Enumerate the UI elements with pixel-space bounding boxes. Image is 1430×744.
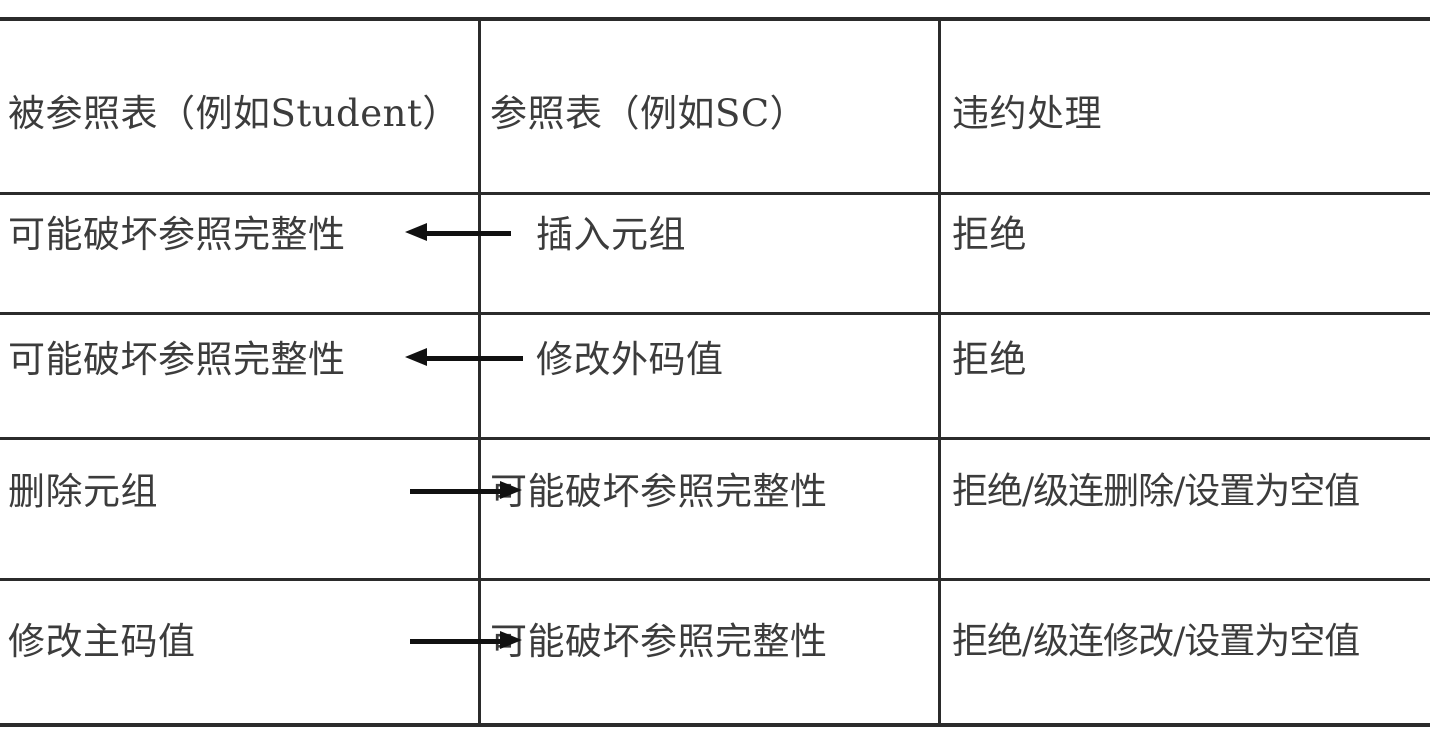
arrow-right-modify-primary-key [410,631,522,649]
row-divider-3 [0,437,1430,440]
table-row: 可能破坏参照完整性 插入元组 拒绝 [0,213,1430,256]
arrow-shaft [423,356,523,361]
cell-text-handling: 拒绝/级连删除/设置为空值 [952,471,1360,512]
arrow-right-delete-tuple [410,481,522,499]
header-cell-referencing: 参照表（例如SC） [478,92,938,135]
table-header-row: 被参照表（例如Student） 参照表（例如SC） 违约处理 [0,92,1430,135]
cell-referenced: 可能破坏参照完整性 [0,338,478,381]
header-cell-handling: 违约处理 [938,92,1430,135]
header-label-referencing: 参照表（例如SC） [490,92,808,135]
arrowhead-right-icon [500,481,522,499]
cell-text-referenced: 修改主码值 [8,620,196,663]
cell-text-referenced: 删除元组 [8,470,158,513]
cell-text-referencing: 可能破坏参照完整性 [490,470,828,513]
cell-text-referencing: 修改外码值 [536,338,724,381]
column-divider-2 [938,17,941,727]
row-divider-1 [0,192,1430,195]
arrow-left-insert-tuple [405,223,511,241]
cell-referenced: 删除元组 [0,470,478,513]
cell-referencing: 可能破坏参照完整性 [478,620,938,663]
cell-text-referencing: 可能破坏参照完整性 [490,620,828,663]
cell-handling: 拒绝 [938,338,1430,381]
arrow-shaft [423,231,511,236]
table-row: 可能破坏参照完整性 修改外码值 拒绝 [0,338,1430,381]
cell-handling: 拒绝 [938,213,1430,256]
cell-handling: 拒绝/级连删除/设置为空值 [938,473,1430,512]
integrity-table: 被参照表（例如Student） 参照表（例如SC） 违约处理 可能破坏参照完整性… [0,17,1430,727]
arrowhead-left-icon [405,223,427,241]
cell-referencing: 插入元组 [478,213,938,256]
cell-text-referenced: 可能破坏参照完整性 [8,213,346,256]
arrowhead-right-icon [500,631,522,649]
header-label-handling: 违约处理 [952,92,1102,135]
arrow-left-modify-foreign-key [405,348,523,366]
arrowhead-left-icon [405,348,427,366]
table-top-border [0,17,1430,21]
cell-referencing: 可能破坏参照完整性 [478,470,938,513]
cell-referenced: 修改主码值 [0,620,478,663]
cell-text-handling: 拒绝 [952,213,1027,256]
header-cell-referenced: 被参照表（例如Student） [0,92,478,135]
table-row: 修改主码值 可能破坏参照完整性 拒绝/级连修改/设置为空值 [0,620,1430,663]
header-label-referenced: 被参照表（例如Student） [8,92,460,135]
cell-text-referencing: 插入元组 [536,213,686,256]
table-row: 删除元组 可能破坏参照完整性 拒绝/级连删除/设置为空值 [0,470,1430,513]
arrow-shaft [410,639,504,644]
cell-text-handling: 拒绝 [952,338,1027,381]
cell-referencing: 修改外码值 [478,338,938,381]
row-divider-2 [0,312,1430,315]
cell-text-handling: 拒绝/级连修改/设置为空值 [952,621,1360,662]
row-divider-4 [0,578,1430,581]
cell-text-referenced: 可能破坏参照完整性 [8,338,346,381]
cell-handling: 拒绝/级连修改/设置为空值 [938,623,1430,662]
table-bottom-border [0,723,1430,727]
column-divider-1 [478,17,481,727]
cell-referenced: 可能破坏参照完整性 [0,213,478,256]
arrow-shaft [410,489,504,494]
